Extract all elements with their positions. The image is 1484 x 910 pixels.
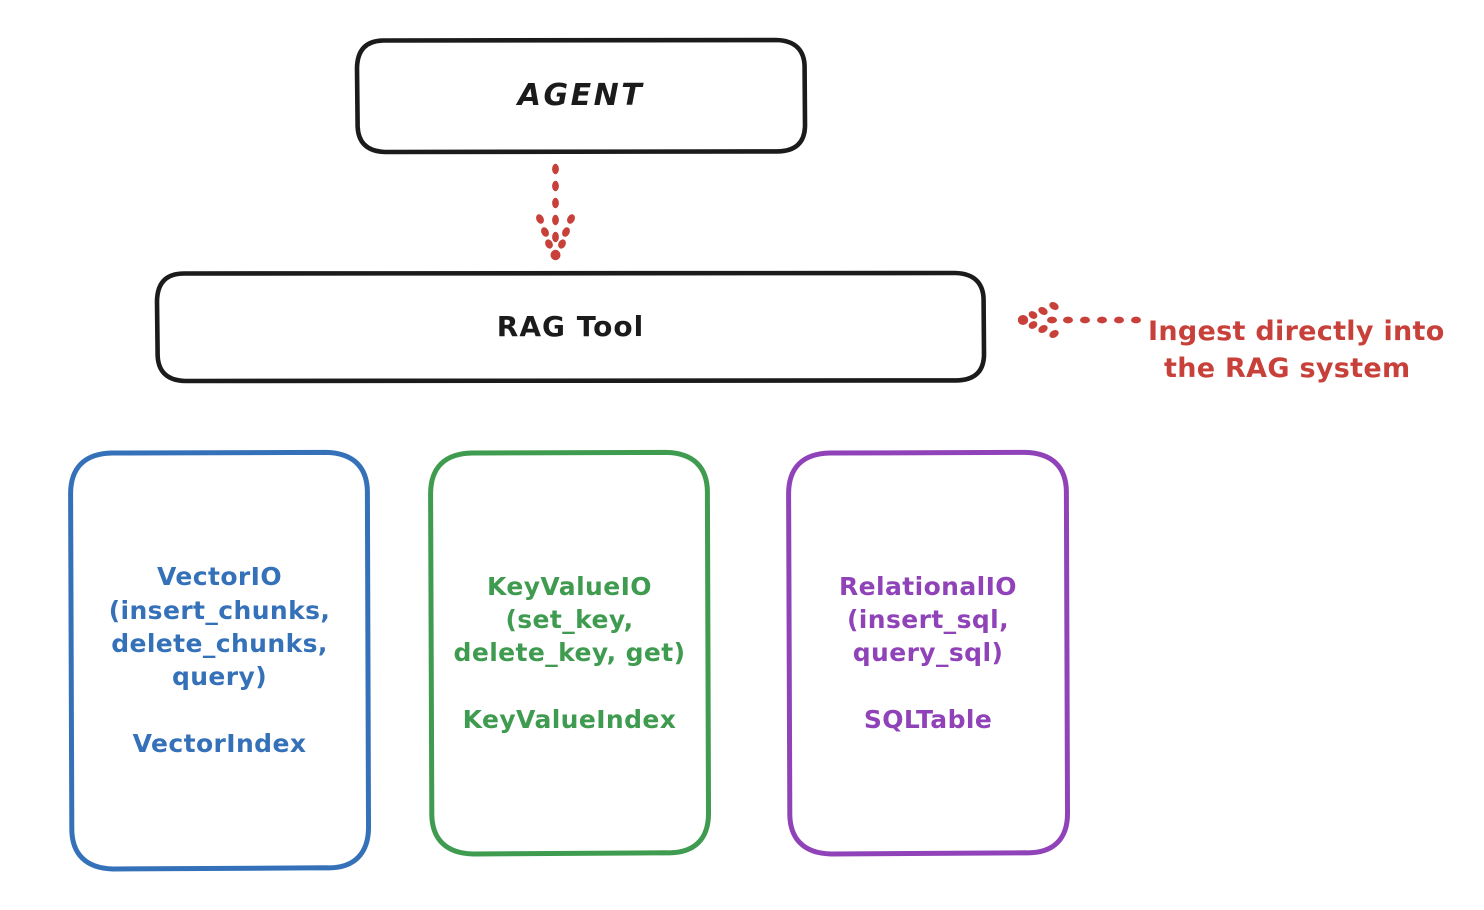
node-rag-tool[interactable]: RAG Tool bbox=[154, 270, 987, 384]
key-value-io-primary-label: KeyValueIO (set_key, delete_key, get) bbox=[453, 571, 686, 668]
node-relational-io[interactable]: RelationalIO (insert_sql, query_sql) SQL… bbox=[786, 449, 1071, 857]
rag-tool-label: RAG Tool bbox=[496, 310, 645, 344]
vector-io-primary-label: VectorIO (insert_chunks, delete_chunks, … bbox=[108, 562, 331, 692]
dotted-down-arrow-icon bbox=[505, 152, 605, 274]
dotted-left-arrow-icon bbox=[1017, 296, 1144, 344]
ingest-annotation-line1: Ingest directly into bbox=[1148, 316, 1445, 348]
node-key-value-io[interactable]: KeyValueIO (set_key, delete_key, get) Ke… bbox=[428, 449, 712, 857]
key-value-io-secondary-label: KeyValueIndex bbox=[462, 705, 677, 735]
ingest-annotation-line2: the RAG system bbox=[1164, 352, 1411, 384]
vector-io-secondary-label: VectorIndex bbox=[132, 729, 307, 759]
node-agent[interactable]: AGENT bbox=[354, 37, 808, 155]
relational-io-primary-label: RelationalIO (insert_sql, query_sql) bbox=[839, 571, 1017, 668]
node-vector-io[interactable]: VectorIO (insert_chunks, delete_chunks, … bbox=[68, 449, 372, 872]
agent-label: AGENT bbox=[517, 77, 645, 113]
relational-io-secondary-label: SQLTable bbox=[863, 705, 993, 735]
ingest-annotation: Ingest directly into the RAG system bbox=[1148, 278, 1478, 424]
